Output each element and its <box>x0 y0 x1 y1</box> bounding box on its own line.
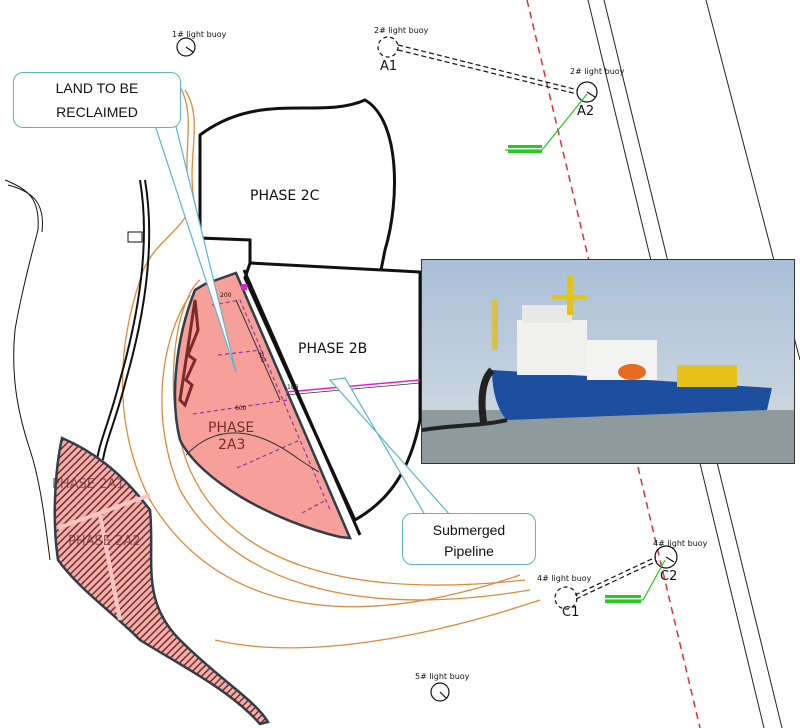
phase-2a3-label: PHASE <box>208 420 254 436</box>
coordinate-labels <box>508 145 641 603</box>
buoy-1-icon <box>176 37 196 57</box>
buoy-2-icon <box>576 81 598 103</box>
callout-line-1: Submerged <box>432 522 506 538</box>
callout-line-2: RECLAIMED <box>56 104 138 120</box>
submerged-pipeline <box>285 379 421 393</box>
phase-2a3-edge <box>178 299 200 408</box>
anchor-c1-label: C1 <box>562 605 579 620</box>
phase-2a1-label: PHASE 2A1 <box>52 477 125 492</box>
phase-2a3-label-2: 2A3 <box>218 437 245 453</box>
phase-2a2-label: PHASE 2A2 <box>68 534 141 549</box>
buoy-2b-label: 2# light buoy <box>570 67 625 76</box>
buoy-4b-label: 4# light buoy <box>653 539 708 548</box>
buoy-4a-label: 4# light buoy <box>537 574 592 583</box>
dredger-photo <box>421 259 795 464</box>
anchor-a1-label: A1 <box>380 59 397 74</box>
dredger-vessel-image <box>422 260 794 463</box>
submerged-pipeline-callout: Submerged Pipeline <box>402 513 536 565</box>
phase-2b-label: PHASE 2B <box>298 341 367 357</box>
dim-600: 600 <box>235 405 247 412</box>
land-to-be-reclaimed-callout: LAND TO BE RECLAIMED <box>13 72 181 128</box>
phase-2c-label: PHASE 2C <box>250 188 320 204</box>
existing-shoreline <box>4 179 151 561</box>
anchor-c2-label: C2 <box>660 569 677 584</box>
buoy-5-icon <box>430 682 450 702</box>
callout-line-2: Pipeline <box>444 543 494 559</box>
buoy-2a-label: 2# light buoy <box>374 26 429 35</box>
buoy-1-label: 1# light buoy <box>172 30 227 39</box>
callout-line-1: LAND TO BE <box>55 80 139 96</box>
dim-300: 300 <box>256 350 267 363</box>
phase-2a3-area <box>173 271 352 540</box>
dim-100: 100 <box>287 384 299 391</box>
anchor-a1-icon <box>377 36 399 58</box>
dim-200: 200 <box>220 292 232 299</box>
buoy-5-label: 5# light buoy <box>415 672 470 681</box>
anchor-a2-label: A2 <box>577 104 594 119</box>
pipeline-layout <box>192 299 331 514</box>
buoys <box>176 36 678 702</box>
phase-2c-area <box>198 98 396 277</box>
